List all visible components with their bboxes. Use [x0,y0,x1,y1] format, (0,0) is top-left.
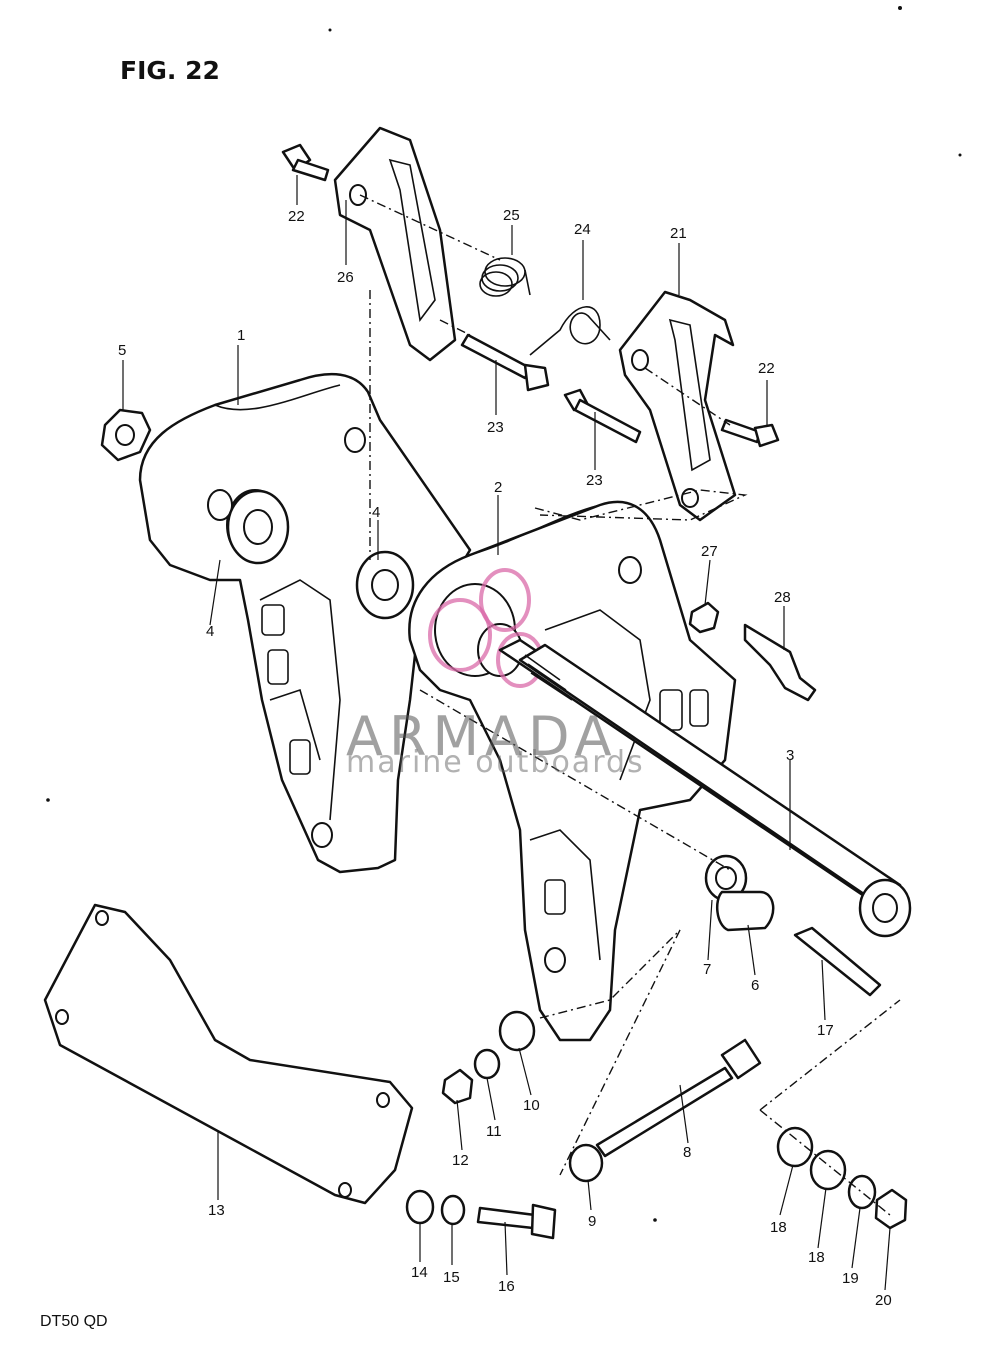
bolt-8 [595,1038,762,1158]
scan-specks [46,6,962,1222]
callout-3: 3 [786,747,794,764]
callout-17: 17 [817,1022,834,1039]
callout-9: 9 [588,1213,596,1230]
callout-2: 2 [494,479,502,496]
callout-18-a: 18 [770,1219,787,1236]
clip-28 [743,623,817,702]
nut-20 [874,1188,908,1230]
callout-7: 7 [703,961,711,978]
pin-17 [793,926,882,997]
washer-15 [440,1194,466,1226]
figure-title: FIG. 22 [120,56,220,85]
tilt-plate-21 [618,290,737,522]
callout-23-upper: 23 [487,419,504,436]
callout-16: 16 [498,1278,515,1295]
callout-4-left: 4 [206,623,214,640]
assembly-lines [359,194,901,1216]
washer-11 [473,1048,501,1080]
washer-10 [498,1010,536,1052]
callout-21: 21 [670,225,687,242]
callout-26: 26 [337,269,354,286]
callout-23-lower: 23 [586,472,603,489]
bolt-23-lower [563,388,642,444]
callout-18-b: 18 [808,1249,825,1266]
callout-22-right: 22 [758,360,775,377]
nut-27 [688,601,720,634]
watermark-brand: ARMADA [346,705,618,768]
callout-8: 8 [683,1144,691,1161]
washer-14 [405,1189,435,1225]
grease-fitting-6 [715,890,775,932]
watermark-tagline: marine outboards [346,745,645,780]
bolt-22-top [281,143,330,182]
callout-24: 24 [574,221,591,238]
callout-4-middle: 4 [372,504,380,521]
washer-4-middle [355,550,415,620]
callout-12: 12 [452,1152,469,1169]
gasket-13 [43,903,414,1205]
callout-27: 27 [701,543,718,560]
callout-11: 11 [486,1123,502,1140]
callout-19: 19 [842,1270,859,1287]
bolt-23-upper [460,333,550,392]
callout-13: 13 [208,1202,225,1219]
callout-10: 10 [523,1097,540,1114]
washer-9 [568,1143,604,1183]
spring-24 [529,306,611,356]
nut-5 [100,408,152,462]
callout-22-top: 22 [288,208,305,225]
callout-1: 1 [237,327,245,344]
washer-4-left [226,489,290,565]
tilt-plate-26 [333,126,457,362]
bushing-7 [704,854,748,902]
bolt-22-right [720,418,780,448]
callout-5: 5 [118,342,126,359]
callout-labels: 1 2 3 4 4 5 6 7 8 9 10 11 12 13 14 15 16… [118,207,892,1309]
callout-14: 14 [411,1264,428,1281]
washer-18-a [776,1126,814,1168]
bolt-16 [476,1203,557,1240]
model-code: DT50 QD [40,1313,108,1330]
callout-20: 20 [875,1292,892,1309]
washer-19 [847,1174,877,1210]
clamp-shaft-3 [498,638,912,938]
callout-6: 6 [751,977,759,994]
callout-15: 15 [443,1269,460,1286]
callout-25: 25 [503,207,520,224]
leader-lines [122,175,891,1291]
callout-28: 28 [774,589,791,606]
spring-25 [479,257,531,297]
nut-12 [441,1068,474,1105]
washer-18-b [809,1149,847,1191]
